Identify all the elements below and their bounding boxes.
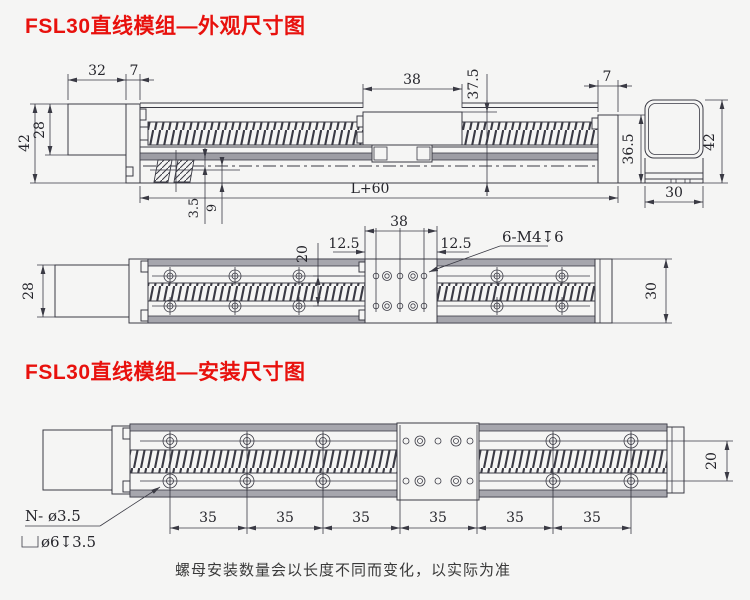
plan-view: 38 12.5 12.5 20 28 30 6-M4↧6	[21, 214, 672, 324]
carriage-detail	[373, 146, 388, 161]
cbore-callout-label: ø6↧3.5	[41, 533, 96, 551]
base-notch	[670, 178, 677, 184]
motor-block	[42, 429, 113, 491]
end-plate	[594, 258, 613, 324]
dim-3-5-label: 3.5	[187, 198, 202, 219]
plan-dim-20-label: 20	[295, 245, 311, 263]
dim-32-label: 32	[88, 63, 106, 79]
pitch-extension-lines	[169, 425, 632, 534]
dim-12-5-left-label: 12.5	[328, 236, 359, 252]
end-profile-inner	[648, 103, 700, 155]
install-dim-20-label: 20	[704, 452, 720, 470]
end-plate	[666, 426, 685, 494]
rail-mount-holes	[163, 267, 569, 315]
slider-tab	[356, 131, 364, 144]
hole-column	[163, 267, 177, 315]
extension-lines-20	[313, 243, 360, 307]
dim-7-motor-label: 7	[130, 63, 139, 79]
dim-28-label: 28	[32, 121, 48, 139]
counterbore-icon	[21, 536, 39, 548]
end-dim-42-label: 42	[702, 133, 718, 151]
flange-notch	[140, 309, 149, 322]
end-plate-tab	[591, 117, 599, 130]
tap-callout-label: 6-M4↧6	[502, 228, 564, 246]
hole-column	[555, 267, 569, 315]
slider-block	[362, 111, 463, 146]
end-profile-outer	[644, 99, 704, 159]
end-plate	[597, 114, 619, 184]
rail-section-hatch	[153, 159, 173, 183]
dim-38-label: 38	[403, 72, 421, 88]
slider-tab	[358, 261, 366, 273]
hole-column	[490, 267, 504, 315]
dim-7-end-label: 7	[603, 69, 612, 85]
end-view: 42 30	[644, 99, 728, 208]
carriage-detail	[416, 146, 431, 161]
base-notch	[684, 178, 691, 184]
slider-plate	[396, 422, 480, 501]
rail-section-hatch	[173, 159, 195, 183]
flange-notch	[125, 166, 134, 177]
guide-carriage	[371, 144, 433, 163]
slider-holes	[402, 435, 474, 487]
plan-dim-28-label: 28	[21, 282, 37, 300]
slider-tab	[358, 309, 366, 321]
hole-column	[228, 267, 242, 315]
outline-drawing-title: FSL30直线模组—外观尺寸图	[25, 15, 306, 38]
slider-tab	[356, 115, 364, 128]
guide-rail-strip	[139, 152, 599, 161]
dim-9-label: 9	[205, 204, 220, 212]
channel-wall-lines	[140, 102, 598, 108]
install-note: 螺母安装数量会以长度不同而变化，以实际为准	[175, 562, 512, 579]
tap-callout-arrow	[428, 265, 447, 273]
motor-block	[54, 264, 130, 318]
install-view: 35 35 35 35 35 35 20 N- ø3.5 ø6↧3.5	[21, 422, 733, 551]
flange-tab	[139, 108, 147, 121]
install-drawing-title: FSL30直线模组—安装尺寸图	[25, 361, 306, 384]
hole-column	[292, 267, 306, 315]
extension-lines-20	[660, 440, 733, 482]
dim-length-label: L+60	[351, 181, 390, 197]
dim-35-label: 35	[506, 510, 524, 526]
flange-notch	[140, 260, 149, 273]
dim-12-5-right-label: 12.5	[440, 236, 471, 252]
end-profile-base	[644, 158, 704, 184]
end-dim-30-label: 30	[665, 185, 683, 201]
slider-plate	[364, 258, 438, 324]
extension-lines-30	[612, 258, 672, 324]
hole-column-lines	[364, 226, 438, 312]
motor-block	[67, 103, 127, 156]
slider-tapped-holes	[372, 271, 428, 311]
dim-35-label: 35	[429, 510, 447, 526]
screw-stub	[139, 126, 149, 141]
hole-callout-label: N- ø3.5	[25, 507, 81, 525]
dim-37-5-label: 37.5	[466, 68, 482, 99]
extension-lines	[67, 74, 650, 203]
hole-callout-leader	[99, 486, 161, 527]
dim-35-label: 35	[583, 510, 601, 526]
dim-35-label: 35	[276, 510, 294, 526]
dim-35-label: 35	[352, 510, 370, 526]
plan-dim-38-label: 38	[390, 214, 408, 230]
dim-36-5-label: 36.5	[621, 133, 637, 164]
dim-35-label: 35	[199, 510, 217, 526]
dim-42-label: 42	[17, 134, 33, 152]
extension-lines	[644, 99, 728, 208]
extension-lines-28	[37, 264, 55, 318]
side-view: 32 7 38 37.5 7 42 28 36.5 L+60	[17, 63, 650, 224]
plan-dim-30-label: 30	[644, 282, 660, 300]
section-centerlines	[150, 150, 240, 192]
